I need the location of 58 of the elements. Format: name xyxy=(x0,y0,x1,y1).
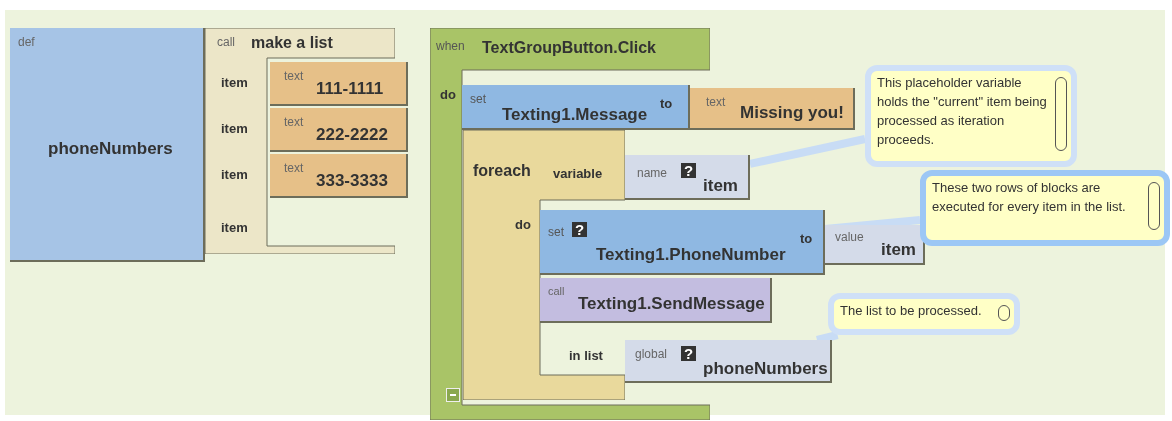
block-label: variable xyxy=(553,167,603,180)
block-label: in list xyxy=(569,349,603,362)
block-label: item xyxy=(221,76,248,89)
block-keyword: text xyxy=(284,116,304,128)
block-label: item xyxy=(703,177,738,194)
block-label: Texting1.Message xyxy=(502,106,648,123)
code-block xyxy=(270,62,408,106)
block-label: 333-3333 xyxy=(316,172,388,189)
block-label: to xyxy=(660,97,673,110)
comment-bubble xyxy=(865,65,1077,167)
code-block xyxy=(270,108,408,152)
help-badge: ? xyxy=(681,163,697,178)
block-keyword: when xyxy=(436,40,465,52)
code-block xyxy=(625,155,750,200)
block-label: make a list xyxy=(251,35,333,51)
code-block xyxy=(462,85,690,130)
block-label: phoneNumbers xyxy=(48,140,173,157)
block-keyword: name xyxy=(637,167,668,179)
block-label: foreach xyxy=(473,163,531,179)
code-block xyxy=(270,154,408,198)
comment-text: These two rows of blocks are executed for every item in the list. xyxy=(932,179,1127,216)
comment-bubble xyxy=(828,293,1020,335)
block-keyword: call xyxy=(548,286,565,297)
block-keyword: set xyxy=(470,93,486,105)
code-block xyxy=(625,340,832,383)
block-label: item xyxy=(221,168,248,181)
block-keyword: text xyxy=(284,70,304,82)
help-badge: ? xyxy=(681,346,697,361)
block-keyword: text xyxy=(706,96,726,108)
code-block xyxy=(690,88,855,130)
block-keyword: def xyxy=(18,36,35,48)
comment-text: The list to be processed. xyxy=(840,302,983,320)
block-label: phoneNumbers xyxy=(703,360,828,377)
block-label: 222-2222 xyxy=(316,126,388,143)
leader-line xyxy=(749,135,866,168)
block-keyword: text xyxy=(284,162,304,174)
block-label: Texting1.SendMessage xyxy=(578,295,765,312)
block-keyword: global xyxy=(635,348,668,360)
comment-bubble xyxy=(920,170,1170,246)
block-keyword: set xyxy=(548,226,564,238)
block-keyword: call xyxy=(217,36,235,48)
block-label: Texting1.PhoneNumber xyxy=(596,246,786,263)
block-label: do xyxy=(440,88,456,101)
code-block xyxy=(10,28,205,262)
help-badge: ? xyxy=(572,222,588,237)
code-block xyxy=(540,210,825,275)
block-keyword: value xyxy=(835,231,864,243)
block-label: Missing you! xyxy=(740,104,844,121)
block-label: to xyxy=(800,232,813,245)
block-label: item xyxy=(221,221,248,234)
block-label: item xyxy=(881,241,916,258)
block-label: item xyxy=(221,122,248,135)
block-label: TextGroupButton.Click xyxy=(482,40,656,56)
code-block xyxy=(540,278,772,323)
comment-text: This placeholder variable holds the "current" item being processed as iteration proceeds. xyxy=(877,74,1047,149)
block-label: 111-1111 xyxy=(316,80,384,97)
block-label: do xyxy=(515,218,531,231)
code-block xyxy=(825,225,925,265)
